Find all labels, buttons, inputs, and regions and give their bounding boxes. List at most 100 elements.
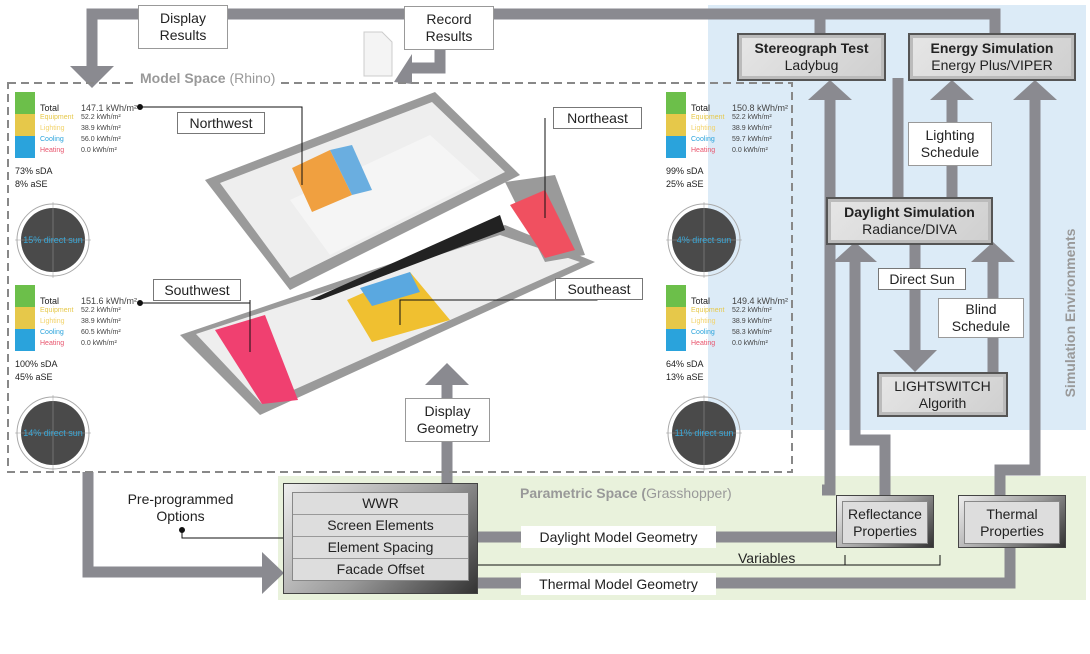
energy-row-value: 0.0 kWh/m²	[81, 147, 117, 154]
southwest-label: Southwest	[153, 279, 241, 301]
text: Lighting	[925, 127, 975, 143]
sda-value: 100% sDA	[15, 359, 58, 369]
energy-row-value: 58.3 kWh/m²	[732, 329, 772, 336]
parameter-box: WWR Screen Elements Element Spacing Faca…	[283, 483, 478, 594]
ase-value: 8% aSE	[15, 179, 48, 189]
energy-row-label: Lighting	[40, 318, 65, 325]
energy-row-label: Total	[40, 296, 60, 306]
energy-bar-segment	[666, 329, 686, 351]
energy-bar-segment	[666, 136, 686, 158]
energy-row-label: Lighting	[40, 125, 65, 132]
energy-bar-segment	[666, 92, 686, 114]
stereograph-sun-chart: 15% direct sun	[15, 202, 91, 278]
energy-bar-segment	[15, 329, 35, 351]
parameter-wwr: WWR	[293, 493, 468, 515]
sda-value: 64% sDA	[666, 359, 704, 369]
parameter-list: WWR Screen Elements Element Spacing Faca…	[292, 492, 469, 581]
building-model	[180, 92, 595, 415]
energy-row-label: Cooling	[691, 329, 715, 336]
text: Pre-programmed	[127, 491, 234, 507]
parametric-space-sub: Grasshopper)	[646, 485, 732, 501]
direct-sun-text: 14% direct sun	[23, 428, 83, 438]
energy-row-value: 59.7 kWh/m²	[732, 136, 772, 143]
energy-row-value: 52.2 kWh/m²	[81, 114, 121, 121]
title: Stereograph Test	[754, 40, 869, 56]
text: Reflectance	[848, 505, 922, 522]
energy-row-value: 0.0 kWh/m²	[732, 340, 768, 347]
parameter-facade-offset: Facade Offset	[336, 561, 425, 577]
subtitle: Algorith	[918, 394, 967, 411]
energy-bar-segment	[666, 285, 686, 307]
energy-row-value: 149.4 kWh/m²	[732, 296, 789, 306]
energy-row-label: Total	[40, 103, 60, 113]
sda-value: 99% sDA	[666, 166, 704, 176]
energy-bar-segment	[15, 136, 35, 158]
text: Options	[156, 508, 205, 524]
energy-row-label: Total	[691, 103, 711, 113]
northwest-label: Northwest	[177, 112, 265, 134]
text: Results	[159, 27, 207, 43]
energy-bar-segment	[15, 114, 35, 136]
simulation-environments-label: Simulation Environments	[1062, 228, 1078, 398]
energy-row-value: 38.9 kWh/m²	[81, 318, 121, 325]
energy-row-value: 56.0 kWh/m²	[81, 136, 121, 143]
text: Properties	[980, 522, 1044, 539]
energy-bar-segment	[15, 92, 35, 114]
model-space-label: Model Space	[140, 70, 226, 86]
text: Display	[160, 10, 206, 26]
model-space-border	[7, 82, 793, 473]
energy-row-value: 0.0 kWh/m²	[732, 147, 768, 154]
stereograph-sun-chart: 14% direct sun	[15, 395, 91, 471]
energy-row-label: Equipment	[691, 114, 725, 121]
energy-row-label: Cooling	[40, 136, 64, 143]
text: Schedule	[951, 318, 1011, 334]
energy-row-label: Cooling	[691, 136, 715, 143]
arrowhead	[70, 66, 114, 88]
southeast-label: Southeast	[555, 278, 643, 300]
energy-row-label: Heating	[40, 340, 65, 347]
energy-row-label: Lighting	[691, 125, 716, 132]
text: Thermal	[986, 505, 1038, 522]
energy-bar-segment	[666, 114, 686, 136]
energy-row-label: Heating	[691, 147, 716, 154]
direct-sun-text: 4% direct sun	[677, 235, 732, 245]
parametric-space-title: Parametric Space (Grasshopper)	[520, 485, 732, 501]
text: Geometry	[416, 420, 479, 436]
text: Blind	[965, 301, 997, 317]
ase-value: 25% aSE	[666, 179, 704, 189]
energy-bar-segment	[15, 285, 35, 307]
title: Daylight Simulation	[844, 204, 975, 220]
sda-value: 73% sDA	[15, 166, 53, 176]
text: Schedule	[920, 144, 980, 160]
text: Display	[424, 403, 471, 419]
ase-value: 13% aSE	[666, 372, 704, 382]
energy-row-value: 52.2 kWh/m²	[81, 307, 121, 314]
direct-sun-text: 15% direct sun	[23, 235, 83, 245]
energy-row-value: 52.2 kWh/m²	[732, 114, 772, 121]
text: Results	[425, 28, 473, 44]
energy-row-value: 151.6 kWh/m²	[81, 296, 138, 306]
energy-row-label: Heating	[691, 340, 716, 347]
subtitle: Radiance/DIVA	[862, 221, 957, 237]
direct-sun-text: 11% direct sun	[675, 428, 734, 438]
energy-bar-segment	[666, 307, 686, 329]
title: Energy Simulation	[930, 40, 1054, 56]
stereograph-sun-chart: 4% direct sun	[666, 202, 742, 278]
energy-row-value: 38.9 kWh/m²	[81, 125, 121, 132]
energy-row-value: 0.0 kWh/m²	[81, 340, 117, 347]
model-space-title: Model Space (Rhino)	[138, 70, 278, 86]
energy-row-label: Cooling	[40, 329, 64, 336]
document-icon	[363, 31, 393, 77]
title: LIGHTSWITCH	[894, 377, 991, 394]
